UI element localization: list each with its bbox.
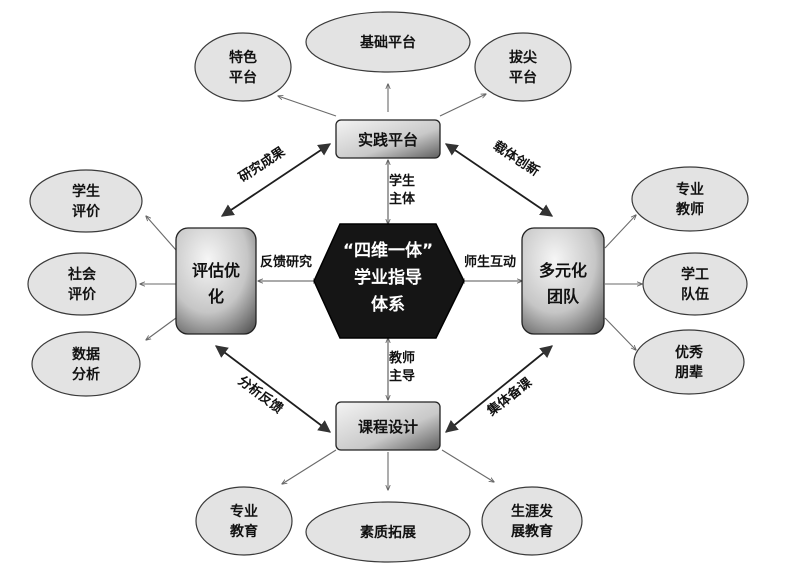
leaf-stueval-line1: 学生 xyxy=(72,183,100,200)
center-hexagon xyxy=(313,223,465,339)
edge-center-right-label: 师生互动 xyxy=(464,254,516,270)
arrow-practice-special xyxy=(278,96,337,117)
edge-center-left-label: 反馈研究 xyxy=(260,254,312,270)
leaf-topnotch-shape xyxy=(474,32,572,102)
leaf-special-shape xyxy=(194,32,292,102)
node-practice-box xyxy=(335,119,441,159)
leaf-topnotch-line2: 平台 xyxy=(509,69,537,86)
leaf-data-line1: 数据 xyxy=(72,346,100,363)
arrow-prep xyxy=(445,345,553,433)
leaf-career-shape xyxy=(481,486,583,556)
leaf-peers-line2: 朋辈 xyxy=(674,364,703,381)
leaf-stueval-line2: 评价 xyxy=(72,204,101,220)
leaf-profedu-shape xyxy=(195,486,293,556)
edge-center-top-line1: 学生 xyxy=(389,173,415,189)
leaf-peers-shape xyxy=(633,329,745,395)
main-connectors xyxy=(214,143,554,433)
edge-center-top-line2: 主体 xyxy=(389,191,416,207)
leaf-staff-shape xyxy=(642,252,748,316)
edge-center-bottom-line2: 主导 xyxy=(389,368,415,384)
arrow-practice-topnotch xyxy=(439,94,486,117)
node-eval-box xyxy=(175,227,257,335)
arrow-research xyxy=(220,143,332,217)
node-course-label: 课程设计 xyxy=(358,418,418,436)
leaf-career-line2: 展教育 xyxy=(511,523,553,540)
leaf-special-line1: 特色 xyxy=(229,49,257,66)
leaf-career-line1: 生涯发 xyxy=(511,503,554,520)
center-title-line1: “四维一体” xyxy=(343,240,433,261)
edge-center-bottom-line1: 教师 xyxy=(388,350,415,366)
leaf-profteach-line1: 专业 xyxy=(676,181,704,198)
arrow-team-prof xyxy=(604,215,636,249)
leaf-base-label: 基础平台 xyxy=(360,34,416,51)
leaf-profedu-line2: 教育 xyxy=(230,523,258,540)
leaf-staff-line2: 队伍 xyxy=(681,286,709,303)
leaf-soceval-line2: 评价 xyxy=(68,287,97,303)
arrow-eval-stu xyxy=(146,216,177,251)
arrow-eval-data xyxy=(146,317,177,340)
leaf-profedu-line1: 专业 xyxy=(230,503,258,520)
edge-carrier-label: 载体创新 xyxy=(490,138,542,180)
leaf-data-shape xyxy=(31,331,141,397)
leaf-data-line2: 分析 xyxy=(72,366,100,383)
arrow-course-career xyxy=(441,449,494,482)
leaf-stueval-shape xyxy=(29,169,143,233)
leaf-base-shape xyxy=(305,11,471,73)
leaf-soceval-shape xyxy=(27,252,137,316)
leaf-peers-line1: 优秀 xyxy=(675,344,704,361)
leaf-topnotch-line1: 拔尖 xyxy=(509,49,537,66)
leaf-quality-label: 素质拓展 xyxy=(360,524,416,541)
leaf-special-line2: 平台 xyxy=(229,69,257,86)
leaf-nodes xyxy=(27,11,749,563)
leaf-staff-line1: 学工 xyxy=(681,266,709,283)
node-team-line2: 团队 xyxy=(547,287,580,306)
center-connectors xyxy=(258,160,522,400)
center-title-line3: 体系 xyxy=(371,294,405,315)
node-eval-line2: 化 xyxy=(208,287,224,306)
arrow-team-peers xyxy=(604,317,636,350)
center-title-line2: 学业指导 xyxy=(354,267,422,288)
node-team-line1: 多元化 xyxy=(539,261,587,280)
leaf-quality-shape xyxy=(305,501,471,563)
leaf-connectors xyxy=(140,84,642,490)
arrow-course-profedu xyxy=(282,449,337,484)
node-team-box xyxy=(521,227,605,335)
node-course-box xyxy=(335,401,441,451)
edge-research-label: 研究成果 xyxy=(236,144,288,186)
leaf-profteach-line2: 教师 xyxy=(676,201,704,218)
arrow-carrier xyxy=(444,143,554,217)
arrow-analysis xyxy=(214,345,332,433)
leaf-soceval-line1: 社会 xyxy=(67,266,97,283)
leaf-profteach-shape xyxy=(631,166,749,232)
node-practice-label: 实践平台 xyxy=(358,131,418,149)
node-eval-line1: 评估优 xyxy=(192,261,240,280)
